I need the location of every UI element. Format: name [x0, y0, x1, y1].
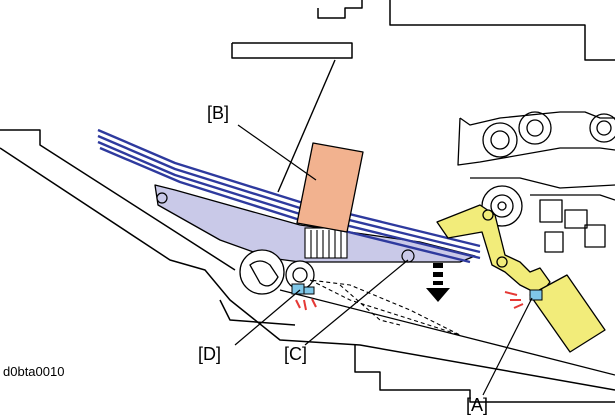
- bottom-plate-pivot: [156, 192, 168, 204]
- sensor-d-body: [291, 283, 305, 295]
- lower-guide: [470, 177, 615, 189]
- bottom-plate-hole: [401, 249, 415, 263]
- paper-sheet: [97, 134, 481, 254]
- upper-guide-lower: [457, 117, 615, 166]
- leader-b: [237, 124, 317, 181]
- pad-support-arm: [277, 59, 336, 193]
- tray-frame-lower-edge: [0, 147, 615, 391]
- tray-lift-motor: [239, 249, 315, 295]
- leader-c: [304, 259, 409, 346]
- feed-roller-2-hub: [526, 119, 544, 137]
- lift-gear: [304, 227, 348, 259]
- down-arrow-icon: [426, 263, 450, 302]
- upper-frame: [231, 0, 615, 61]
- tray-frame-upper-edge: [0, 129, 236, 271]
- rear-block-4: [584, 224, 606, 248]
- lever-pivot: [482, 209, 494, 221]
- paper-sheet: [99, 146, 471, 264]
- sensor-d-tab: [303, 286, 315, 295]
- arrow-dash: [433, 281, 443, 285]
- arrow-head: [426, 288, 450, 302]
- callout-c: [C]: [284, 344, 308, 364]
- lever-joint: [496, 256, 508, 268]
- feed-roller-2: [518, 111, 552, 145]
- callout-b: [B]: [207, 103, 230, 123]
- feed-roller-3-hub: [596, 120, 612, 136]
- gear-body: [304, 227, 348, 259]
- lever-block: [529, 274, 606, 353]
- lowered-plate-outline: [309, 279, 461, 336]
- pickup-roller-hub: [490, 194, 514, 218]
- signal-ray: [303, 299, 307, 311]
- rear-block-2: [564, 209, 588, 229]
- callout-a: [A]: [466, 395, 489, 415]
- sensor-a-icon: [504, 289, 543, 309]
- sensor-d-signal: [295, 298, 317, 311]
- signal-ray: [311, 298, 317, 308]
- frame-top-right: [389, 0, 615, 61]
- lever-arm: [436, 204, 551, 296]
- feed-roller-1-hub: [490, 130, 510, 150]
- frame-top-bracket: [317, 0, 363, 19]
- rear-block-1: [539, 199, 563, 223]
- leader-a: [482, 297, 533, 396]
- feed-roller-1: [482, 122, 518, 158]
- friction-pad: [296, 142, 364, 233]
- sensor-d-icon: [291, 283, 317, 311]
- arrow-dash: [433, 263, 443, 268]
- paper-stack: [97, 128, 481, 264]
- rear-rail: [530, 194, 615, 201]
- signal-ray: [295, 299, 301, 309]
- tray-base-step: [354, 345, 615, 403]
- callout-d: [D]: [198, 344, 222, 364]
- rear-mechanism: [457, 111, 615, 253]
- lowered-link-outline: [339, 284, 401, 326]
- signal-ray: [513, 303, 524, 309]
- upper-guide: [459, 111, 615, 126]
- base-guide: [279, 289, 615, 376]
- paper-sheet: [97, 128, 481, 248]
- figure-id: d0bta0010: [3, 364, 65, 379]
- motor-cam: [249, 260, 279, 287]
- pickup-roller-axle: [497, 201, 507, 211]
- sensor-a-body: [529, 289, 543, 301]
- leader-lines: [234, 124, 533, 396]
- tray-inner-line: [219, 299, 296, 326]
- paper-sheet: [97, 140, 481, 260]
- rear-block-3: [544, 231, 564, 253]
- leader-d: [234, 289, 301, 346]
- feed-roller-3: [589, 113, 615, 143]
- paper-end-lever: [436, 204, 606, 353]
- signal-ray: [504, 291, 518, 296]
- tray-frame: [0, 129, 615, 403]
- motor-pulley-hub: [292, 267, 308, 283]
- frame-mid-bracket: [231, 42, 353, 59]
- arrow-dash: [433, 272, 443, 277]
- sensor-a-signal: [504, 291, 524, 309]
